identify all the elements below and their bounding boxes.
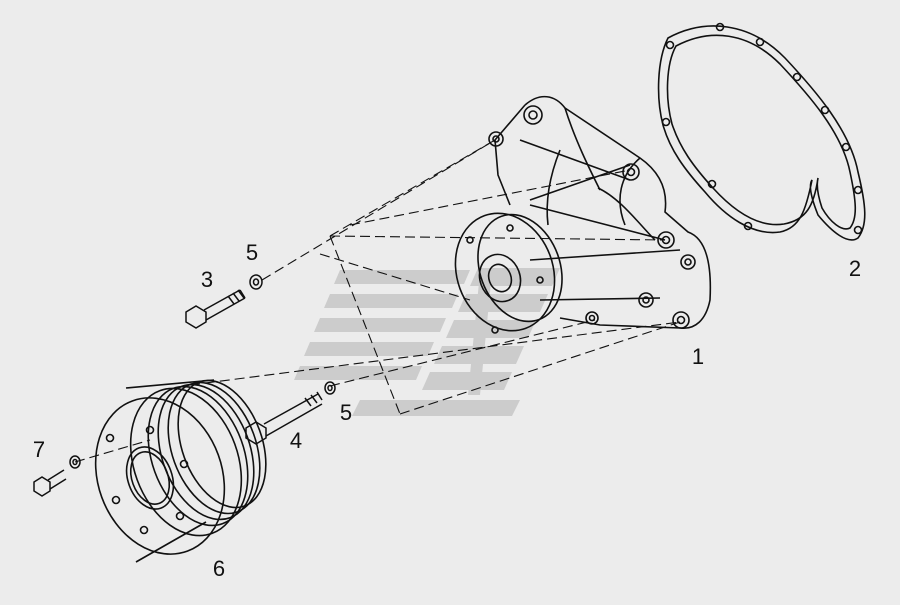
- bolt-part-upper: [185, 289, 246, 329]
- callout-5-lower: 5: [340, 400, 352, 425]
- pump-housing-part: [454, 95, 712, 334]
- washer-part-lower: [324, 381, 336, 395]
- watermark-logo: [294, 268, 560, 416]
- bolt-part-lower: [245, 391, 323, 445]
- bolt-part-pulley: [33, 469, 67, 497]
- washer-part-upper: [249, 274, 263, 290]
- callout-1: 1: [692, 344, 704, 369]
- gasket-part: [657, 22, 866, 241]
- callout-4: 4: [290, 428, 302, 453]
- pulley-part: [94, 379, 267, 563]
- callout-2: 2: [849, 256, 861, 281]
- washer-part-pulley: [69, 455, 81, 469]
- assembly-guide-lines: [74, 139, 681, 463]
- callout-labels: 1 2 3 4 5 5 6 7: [33, 240, 861, 581]
- callout-5-upper: 5: [246, 240, 258, 265]
- callout-6: 6: [213, 556, 225, 581]
- callout-3: 3: [201, 267, 213, 292]
- callout-7: 7: [33, 437, 45, 462]
